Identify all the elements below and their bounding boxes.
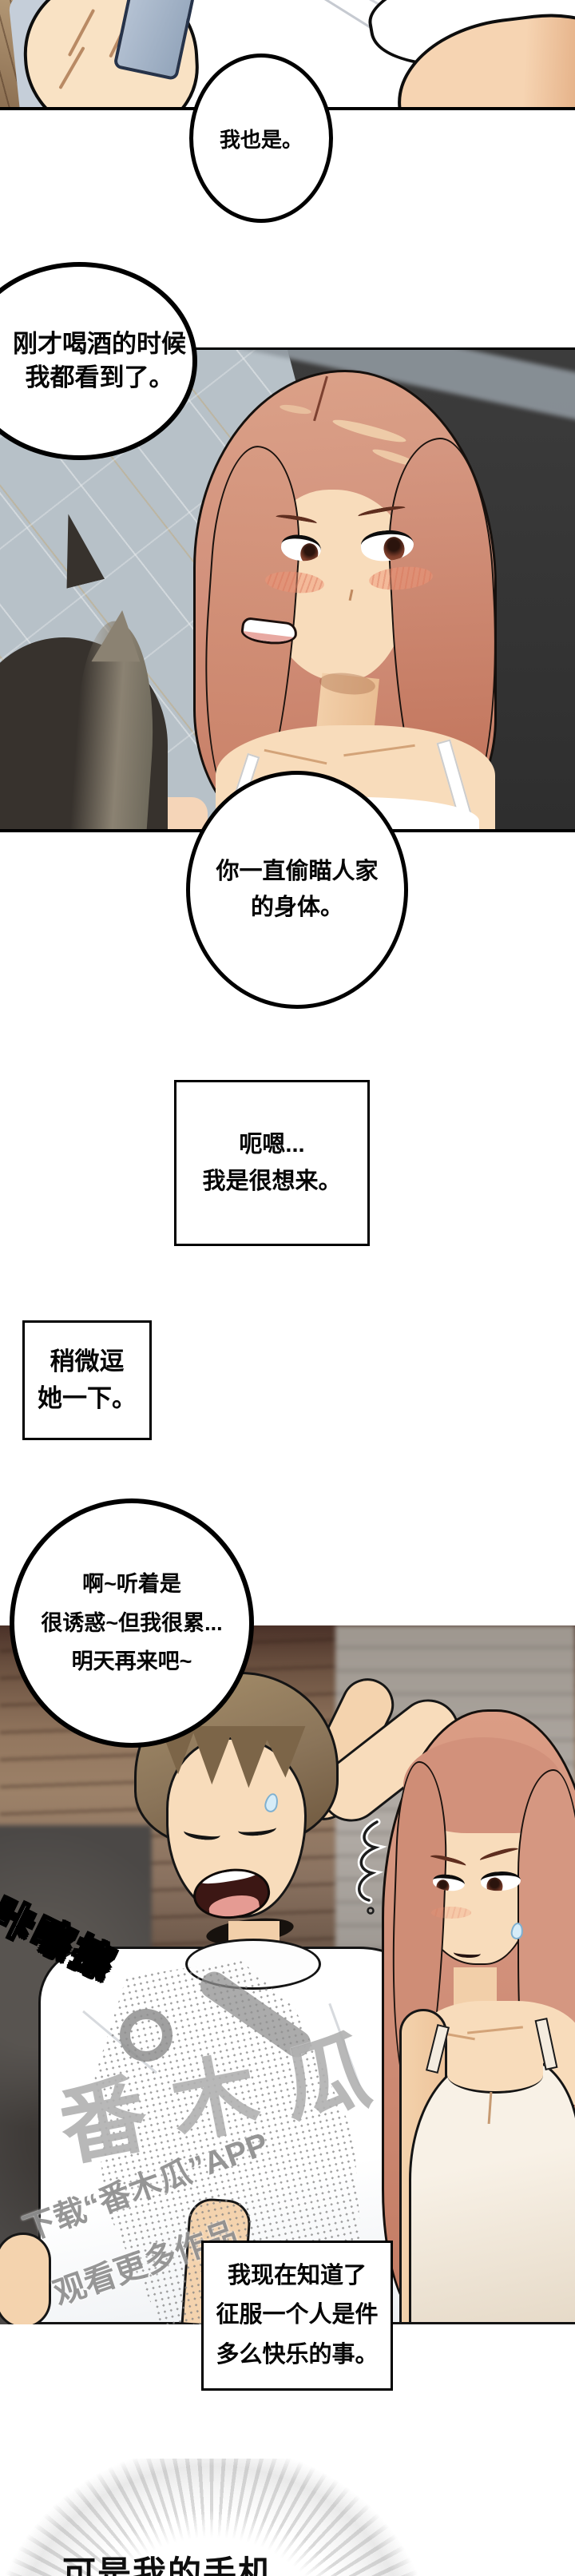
narration-line: 征服一个人是件 xyxy=(216,2302,379,2328)
panel-woman-smiling xyxy=(0,347,575,832)
tank-neckline xyxy=(447,2057,543,2094)
bubble-text-line: 刚才喝酒的时候 xyxy=(13,330,186,359)
narration-line: 呃嗯... xyxy=(239,1131,305,1157)
iris xyxy=(299,542,319,563)
narration-box-conquer-joy: 我现在知道了 征服一个人是件 多么快乐的事。 xyxy=(201,2241,393,2391)
bubble-text-line: 啊~听着是 xyxy=(82,1572,181,1597)
irritation-squiggle-icon xyxy=(355,1818,387,1915)
narration-line: 多么快乐的事。 xyxy=(216,2341,379,2368)
bubble-text-line: 我都看到了。 xyxy=(25,363,174,391)
bubble-text-line: 你一直偷瞄人家 xyxy=(216,859,379,885)
iris xyxy=(486,1876,504,1892)
bubble-text-line: 明天再来吧~ xyxy=(71,1649,192,1674)
woman2-blush xyxy=(431,1907,471,1919)
thought-cloud-spikes xyxy=(4,2459,419,2576)
man-forearm-down xyxy=(0,2233,51,2324)
narration-line: 我是很想来。 xyxy=(202,1169,342,1194)
woman2-tank-top xyxy=(409,2057,575,2324)
narration-box-tease-her: 稍微逗 她一下。 xyxy=(22,1320,152,1440)
narration-box-want-to-come: 呃嗯... 我是很想来。 xyxy=(174,1080,370,1246)
speech-bubble-saw-it-all: 刚才喝酒的时候 我都看到了。 xyxy=(0,262,197,460)
bubble-text-line: 的身体。 xyxy=(250,895,343,920)
speech-bubble-peeking: 你一直偷瞄人家 的身体。 xyxy=(186,771,408,1009)
narration-line: 我现在知道了 xyxy=(227,2263,367,2289)
speech-bubble-me-too: 我也是。 xyxy=(189,54,333,223)
bubble-text-line: 很诱惑~但我很累... xyxy=(41,1610,223,1635)
speech-bubble-come-tomorrow: 啊~听着是 很诱惑~但我很累... 明天再来吧~ xyxy=(10,1498,254,1748)
bubble-text: 我也是。 xyxy=(219,127,303,152)
thought-text-partial: 可是我的手机 xyxy=(62,2554,274,2576)
narration-line: 稍微逗 xyxy=(50,1347,125,1375)
narration-line: 她一下。 xyxy=(38,1384,137,1412)
